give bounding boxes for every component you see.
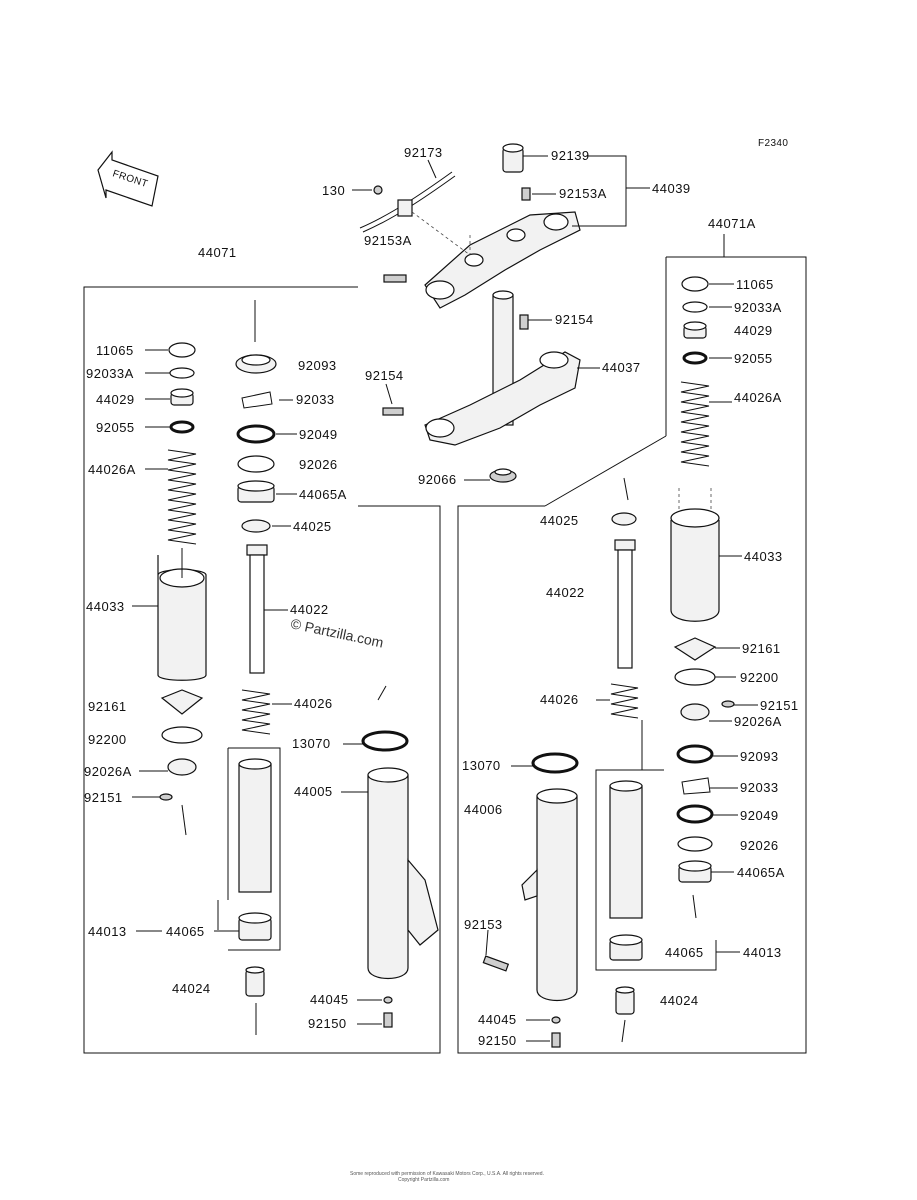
right-label-92151: 92151 xyxy=(760,698,799,713)
bolt-left-upper xyxy=(383,274,407,283)
label-44037: 44037 xyxy=(602,360,641,375)
left-label-92151: 92151 xyxy=(84,790,123,805)
right-label-44029: 44029 xyxy=(734,323,773,338)
lower-bracket xyxy=(424,351,581,446)
left-label-44026: 44026 xyxy=(294,696,333,711)
left-label-13070: 13070 xyxy=(292,736,331,751)
left-label-92049: 92049 xyxy=(299,427,338,442)
left-label-44005: 44005 xyxy=(294,784,333,799)
cap-92139 xyxy=(502,143,524,173)
label-130: 130 xyxy=(322,183,345,198)
right-label-44006: 44006 xyxy=(464,802,503,817)
right-label-44045: 44045 xyxy=(478,1012,517,1027)
left-parts-column-a xyxy=(157,342,207,801)
left-assembly-frame xyxy=(83,286,441,1054)
right-label-92153: 92153 xyxy=(464,917,503,932)
right-assembly-title: 44071A xyxy=(708,216,756,231)
left-label-44065: 44065 xyxy=(166,924,205,939)
right-parts-column-a xyxy=(670,276,735,883)
left-outer-tube-44005 xyxy=(361,730,439,1028)
right-label-44024: 44024 xyxy=(660,993,699,1008)
left-label-11065: 11065 xyxy=(96,343,134,358)
left-label-92033: 92033 xyxy=(296,392,335,407)
label-92139: 92139 xyxy=(551,148,590,163)
left-label-44022: 44022 xyxy=(290,602,329,617)
footer-line1: Some reproduced with permission of Kawas… xyxy=(350,1171,544,1177)
left-label-44045: 44045 xyxy=(310,992,349,1007)
footer-line2: Copyright Partzilla.com xyxy=(398,1177,449,1183)
left-label-44026A: 44026A xyxy=(88,462,136,477)
right-label-92026A: 92026A xyxy=(734,714,782,729)
right-label-44025: 44025 xyxy=(540,513,579,528)
bolt-92154-right xyxy=(519,314,529,330)
left-label-92200: 92200 xyxy=(88,732,127,747)
right-label-44065A: 44065A xyxy=(737,865,785,880)
bolt-92153A-top xyxy=(521,187,531,201)
left-assembly-title: 44071 xyxy=(198,245,237,260)
right-label-44026A: 44026A xyxy=(734,390,782,405)
left-label-44024: 44024 xyxy=(172,981,211,996)
right-label-44013: 44013 xyxy=(743,945,782,960)
right-assembly-frame xyxy=(457,256,807,1054)
right-parts-column-b xyxy=(609,512,643,1015)
left-label-92150: 92150 xyxy=(308,1016,347,1031)
figure-code: F2340 xyxy=(758,138,788,149)
label-92153A-left: 92153A xyxy=(364,233,412,248)
right-label-92049: 92049 xyxy=(740,808,779,823)
left-label-44033: 44033 xyxy=(86,599,125,614)
right-label-92200: 92200 xyxy=(740,670,779,685)
right-label-92055: 92055 xyxy=(734,351,773,366)
right-label-92033: 92033 xyxy=(740,780,779,795)
right-label-44026: 44026 xyxy=(540,692,579,707)
left-label-44029: 44029 xyxy=(96,392,135,407)
right-label-92093: 92093 xyxy=(740,749,779,764)
right-label-92026: 92026 xyxy=(740,838,779,853)
right-label-92150: 92150 xyxy=(478,1033,517,1048)
right-label-92033A: 92033A xyxy=(734,300,782,315)
label-92154-left: 92154 xyxy=(365,368,404,383)
left-label-92026: 92026 xyxy=(299,457,338,472)
bolt-92154-left xyxy=(382,407,404,416)
left-label-92026A: 92026A xyxy=(84,764,132,779)
left-label-92093: 92093 xyxy=(298,358,337,373)
left-label-44013: 44013 xyxy=(88,924,127,939)
front-arrow-icon: FRONT xyxy=(97,150,159,207)
label-92154-right: 92154 xyxy=(555,312,594,327)
label-92066: 92066 xyxy=(418,472,457,487)
left-label-92033A: 92033A xyxy=(86,366,134,381)
label-92173: 92173 xyxy=(404,145,443,160)
right-label-44022: 44022 xyxy=(546,585,585,600)
right-outer-tube-44006 xyxy=(482,752,579,1048)
left-label-92055: 92055 xyxy=(96,420,135,435)
right-label-11065: 11065 xyxy=(736,277,774,292)
seal-92066 xyxy=(489,468,517,483)
right-label-44065: 44065 xyxy=(665,945,704,960)
label-92153A-right: 92153A xyxy=(559,186,607,201)
right-label-44033: 44033 xyxy=(744,549,783,564)
left-label-92161: 92161 xyxy=(88,699,127,714)
left-parts-column-b xyxy=(235,354,277,997)
left-label-44065A: 44065A xyxy=(299,487,347,502)
left-label-44025: 44025 xyxy=(293,519,332,534)
upper-bracket xyxy=(424,211,581,309)
clip-92173 xyxy=(359,171,456,233)
right-label-92161: 92161 xyxy=(742,641,781,656)
label-44039: 44039 xyxy=(652,181,691,196)
right-label-13070: 13070 xyxy=(462,758,501,773)
watermark: © Partzilla.com xyxy=(289,615,385,650)
bolt-130 xyxy=(373,185,383,195)
